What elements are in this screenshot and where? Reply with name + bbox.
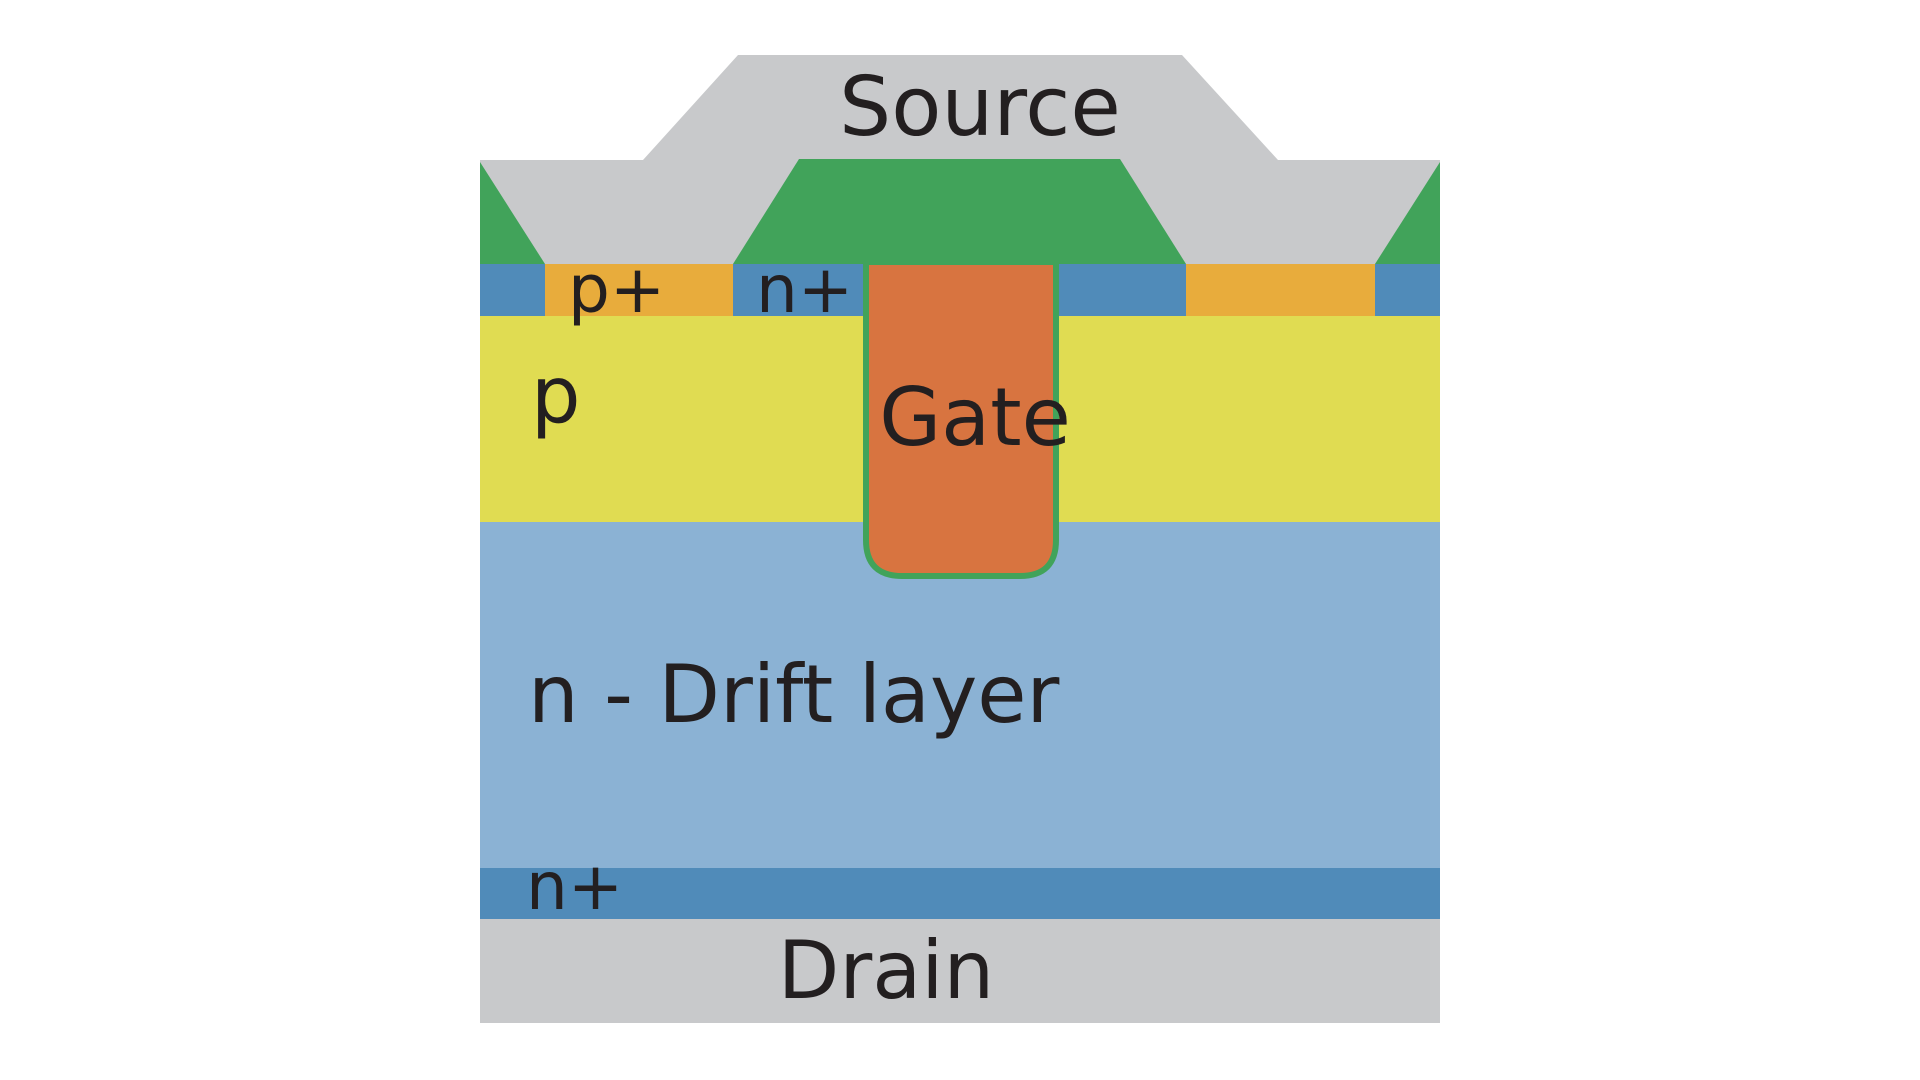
p-plus-region-left [545,264,733,316]
source-label: Source [839,60,1121,155]
n-plus-region-right-edge [1375,264,1440,316]
n-plus-substrate-layer [480,868,1440,919]
n-plus-substrate-label: n+ [526,848,623,925]
drain-label: Drain [778,924,994,1017]
n-drift-layer [480,522,1440,868]
n-plus-region-right [1056,264,1186,316]
drift-layer-label: n - Drift layer [528,648,1060,741]
n-plus-top-label: n+ [756,251,853,328]
p-plus-label: p+ [568,251,665,328]
drain-metal [480,919,1440,1023]
p-plus-region-right [1186,264,1375,316]
oxide-right [1375,162,1440,264]
oxide-center [733,159,1186,264]
n-plus-region-left [733,264,865,316]
n-plus-region-left-edge [480,264,545,316]
p-body-label: p [531,351,581,441]
gate-label: Gate [879,371,1071,464]
oxide-left [480,162,545,264]
trench-gate [863,259,1059,579]
